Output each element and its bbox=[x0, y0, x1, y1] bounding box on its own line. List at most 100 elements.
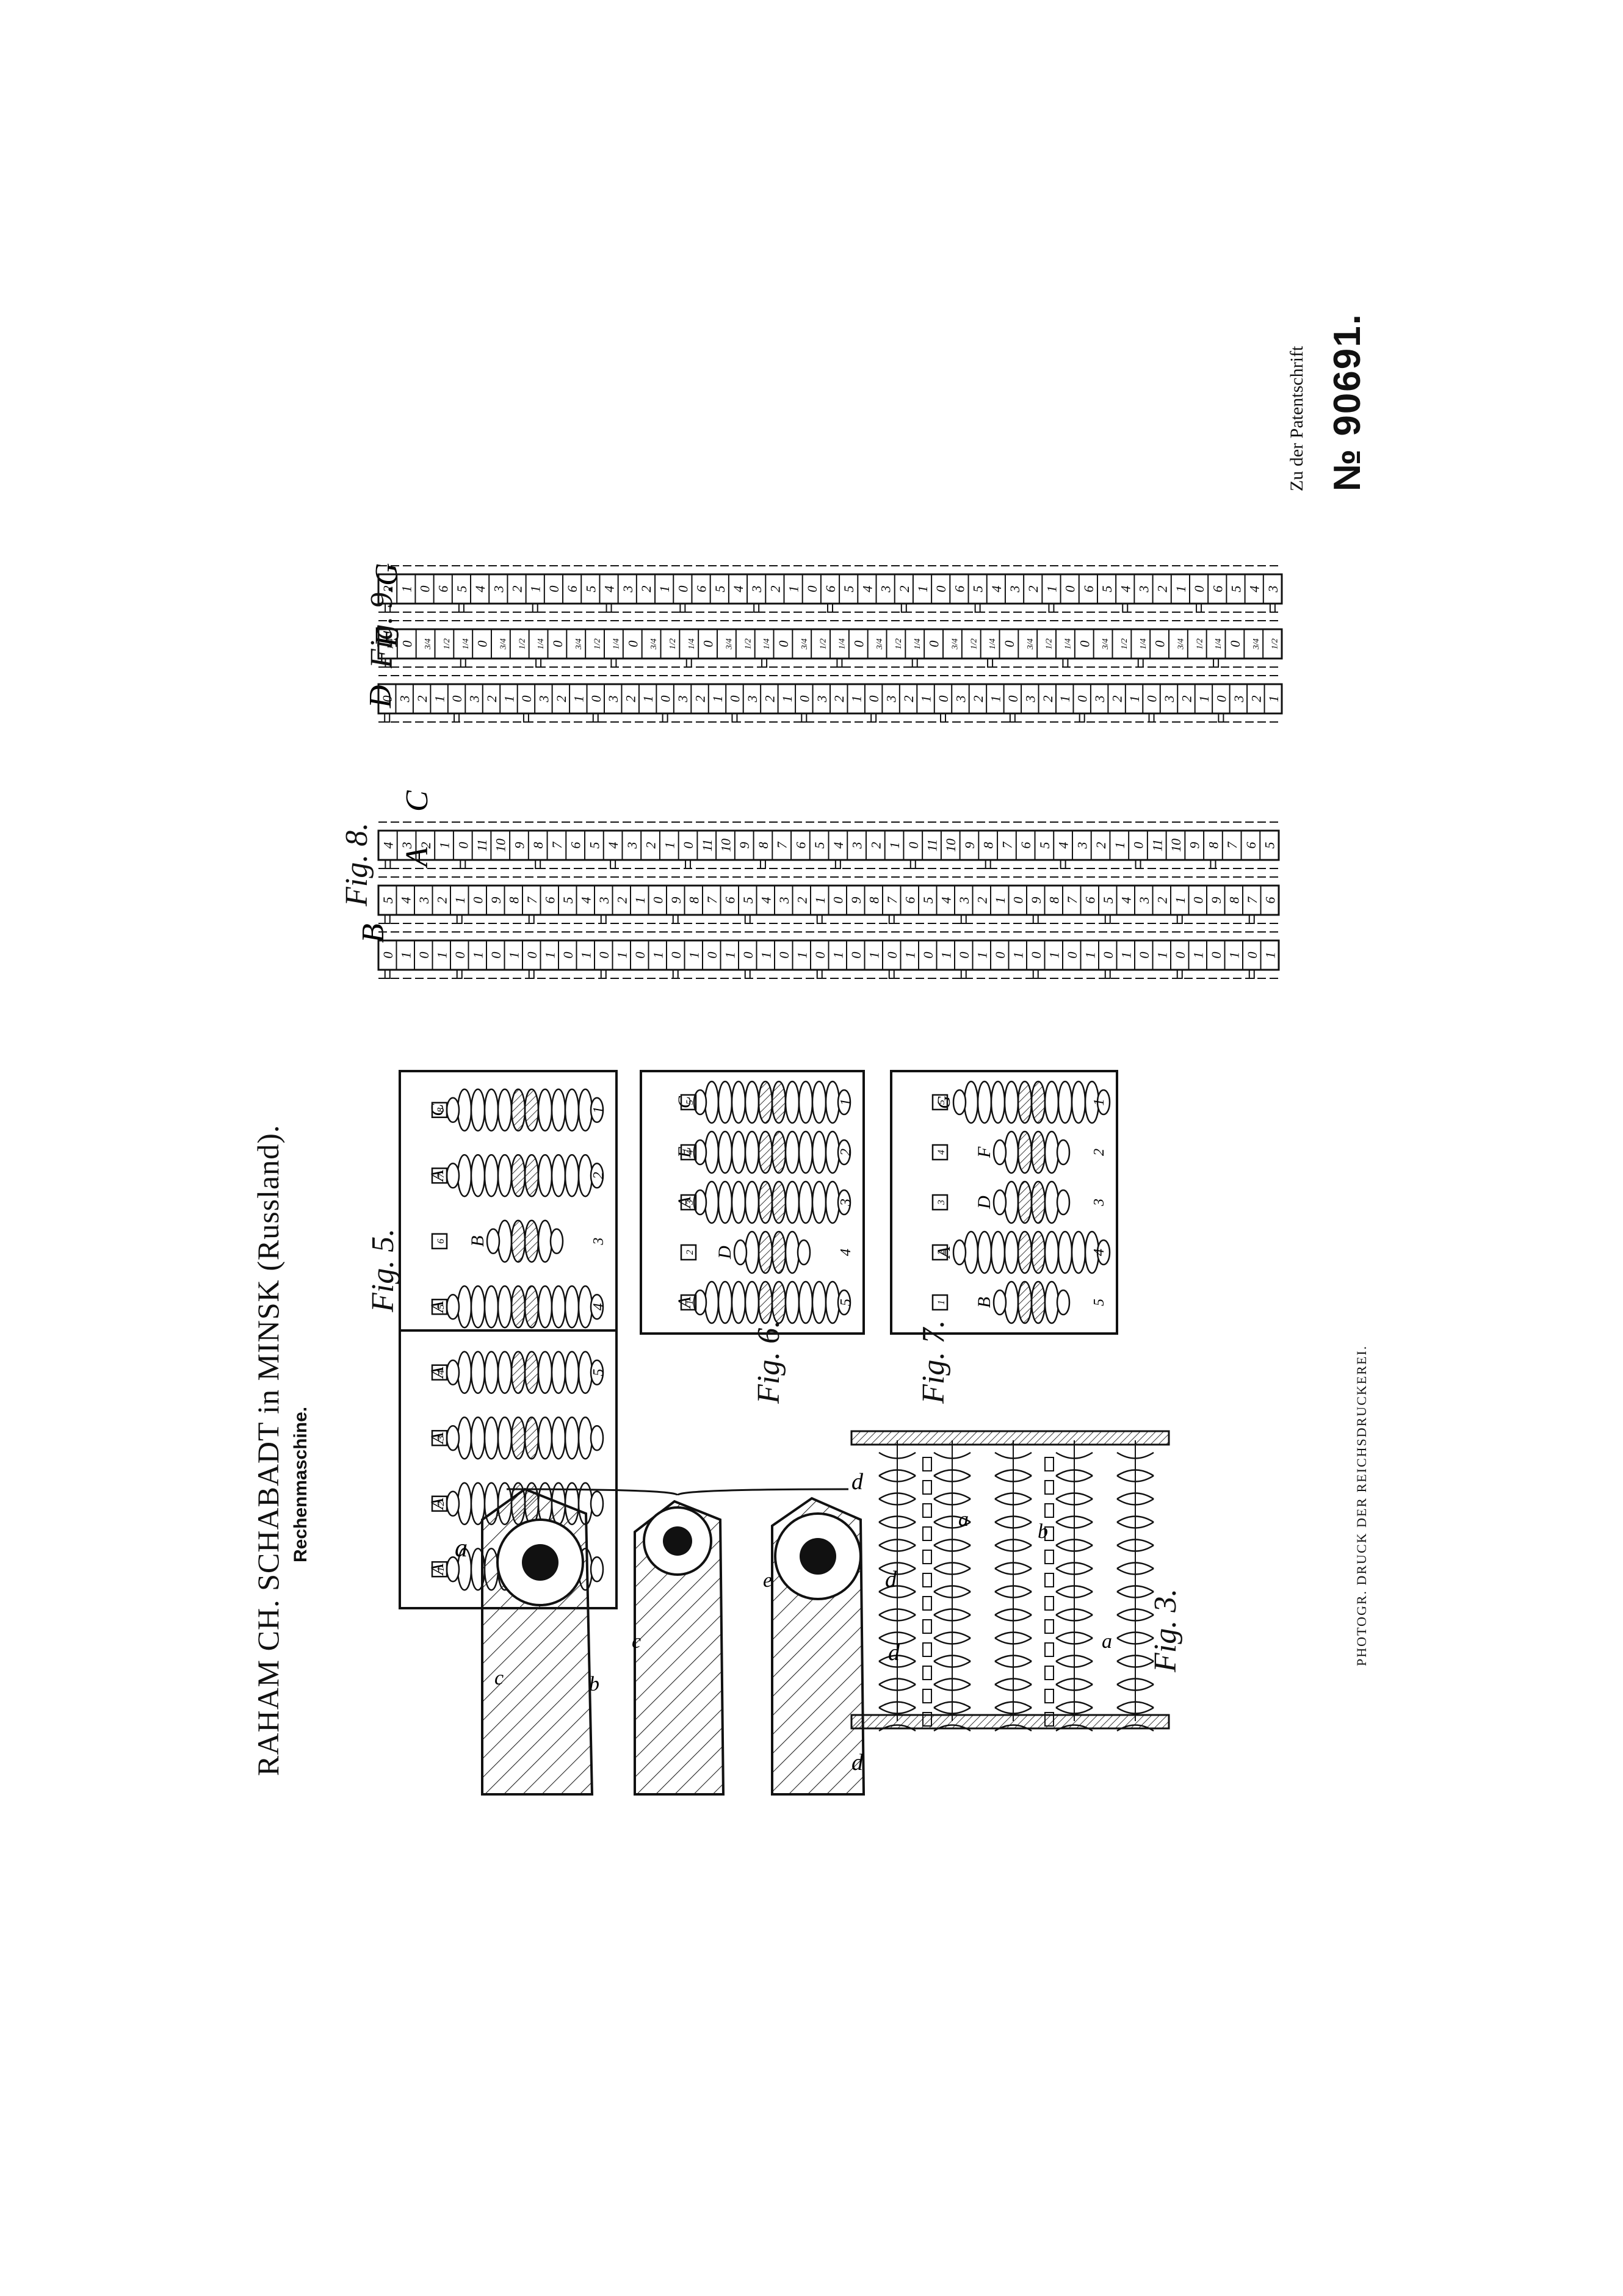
strip-cell-value: 1 bbox=[794, 952, 809, 959]
bead bbox=[483, 1285, 499, 1329]
strip-cell-value: 6 bbox=[952, 586, 967, 593]
strip-cell-value: 1 bbox=[938, 952, 953, 959]
strip-cell-value: 9 bbox=[962, 842, 977, 849]
strip-cell-value: 8 bbox=[530, 842, 546, 849]
bead bbox=[825, 1130, 840, 1174]
strip-cell-value: 5 bbox=[812, 842, 827, 849]
key-number: 5 bbox=[936, 1100, 947, 1105]
strip-cell-value: 11 bbox=[474, 839, 490, 851]
strip-peg bbox=[744, 914, 751, 924]
gear-tooth bbox=[933, 1521, 971, 1529]
bead bbox=[510, 1351, 526, 1394]
strip-cell-value: 0 bbox=[1131, 842, 1146, 849]
strip-cell-value: 0 bbox=[681, 842, 696, 849]
bead bbox=[963, 1230, 979, 1274]
strip-cell-value: 0 bbox=[416, 952, 432, 959]
column-number: 2 bbox=[1091, 1149, 1107, 1156]
bead bbox=[510, 1088, 526, 1132]
gear-tooth bbox=[994, 1631, 1032, 1639]
column-number: 3 bbox=[1091, 1199, 1107, 1207]
strip-cell-value: 3/4 bbox=[1176, 638, 1185, 650]
strip-cell-value: 11 bbox=[1149, 839, 1165, 851]
gear-tooth bbox=[878, 1521, 916, 1529]
strip-cell-value: 1 bbox=[437, 842, 452, 849]
strip-cell-value: 1 bbox=[528, 586, 543, 593]
unit-letter: A bbox=[674, 1196, 695, 1209]
strip-cell-value: 2 bbox=[1025, 586, 1041, 593]
strip-peg bbox=[940, 713, 946, 723]
strip-cell-value: 0 bbox=[830, 897, 845, 904]
strip-peg bbox=[1048, 603, 1055, 613]
strip-cell-value: 0 bbox=[776, 641, 791, 648]
strip-cell-value: 9 bbox=[1187, 842, 1202, 849]
strip-cell-value: 11 bbox=[699, 839, 715, 851]
column-number: 3 bbox=[838, 1199, 854, 1207]
bead bbox=[798, 1280, 814, 1324]
bead-cap bbox=[1096, 1089, 1111, 1116]
strip-cell-value: 0 bbox=[936, 696, 951, 702]
gear-tooth bbox=[933, 1678, 971, 1686]
strip-label-A: A bbox=[400, 847, 435, 868]
gear-tooth bbox=[878, 1539, 916, 1547]
bead bbox=[771, 1080, 787, 1124]
fig3-casing: a c b c e bbox=[455, 1487, 866, 1796]
bead bbox=[717, 1130, 733, 1174]
strip-cell-value: 0 bbox=[588, 696, 604, 702]
bead bbox=[798, 1130, 814, 1174]
bead bbox=[524, 1351, 540, 1394]
bead bbox=[717, 1280, 733, 1324]
strip-cell-value: 1 bbox=[919, 696, 934, 702]
gear-tooth bbox=[1116, 1451, 1154, 1459]
gear-letter-a2: a bbox=[1102, 1630, 1112, 1653]
strip-cell-value: 0 bbox=[452, 952, 468, 959]
strip-peg bbox=[759, 859, 766, 869]
strip-cell-value: 3/4 bbox=[950, 638, 960, 650]
bead bbox=[457, 1154, 472, 1197]
bead bbox=[731, 1280, 746, 1324]
bead bbox=[551, 1351, 566, 1394]
strip-cell-value: 1/2 bbox=[593, 638, 602, 649]
strip-cell-value: 1 bbox=[399, 586, 414, 593]
strip-cell-value: 0 bbox=[956, 952, 972, 959]
bead-cap bbox=[1056, 1139, 1071, 1166]
bead bbox=[457, 1088, 472, 1132]
bead bbox=[1003, 1280, 1019, 1324]
strip-cell-value: 1/2 bbox=[894, 638, 903, 649]
bead bbox=[457, 1351, 472, 1394]
strip-cell-value: 0 bbox=[399, 641, 414, 648]
bead bbox=[497, 1417, 513, 1460]
unit-letter: F bbox=[974, 1146, 994, 1158]
strip-cell-value: 0 bbox=[475, 641, 490, 648]
strip-cell-value: 2 bbox=[434, 897, 449, 904]
gear-tooth bbox=[1116, 1608, 1154, 1616]
strip-cell-value: 6 bbox=[823, 586, 838, 593]
ratchet-tooth bbox=[922, 1712, 932, 1727]
strip-cell-value: 1/2 bbox=[443, 638, 452, 649]
bead bbox=[731, 1080, 746, 1124]
gear-tooth bbox=[994, 1585, 1032, 1593]
gear-tooth bbox=[994, 1469, 1032, 1477]
gear-tooth bbox=[1116, 1706, 1154, 1714]
strip-cell-value: 1 bbox=[915, 586, 930, 593]
gear-tooth bbox=[933, 1544, 971, 1552]
strip-cell-value: 2 bbox=[638, 586, 654, 593]
bead bbox=[470, 1088, 486, 1132]
strip-peg bbox=[1104, 914, 1111, 924]
gear-tooth bbox=[1116, 1614, 1154, 1622]
strip-cell-value: 4 bbox=[859, 586, 875, 593]
strip-cell-value: 6 bbox=[793, 842, 808, 849]
gear-tooth bbox=[994, 1683, 1032, 1691]
strip-cell-value: 0 bbox=[546, 586, 562, 593]
bead bbox=[564, 1154, 580, 1197]
gear-tooth bbox=[933, 1492, 971, 1500]
strip-cell-value: 8 bbox=[1206, 842, 1221, 849]
strip-cell-value: 0 bbox=[668, 952, 684, 959]
bead-cap bbox=[446, 1163, 460, 1189]
key-box bbox=[431, 1364, 448, 1381]
strip-cell-value: 1/4 bbox=[1214, 638, 1223, 649]
strip-peg bbox=[522, 713, 529, 723]
strip-cell-value: 7 bbox=[1224, 842, 1240, 849]
gear-tooth bbox=[1055, 1678, 1093, 1686]
strip-peg bbox=[1196, 603, 1202, 613]
strip-cell-value: 1/2 bbox=[819, 638, 828, 649]
